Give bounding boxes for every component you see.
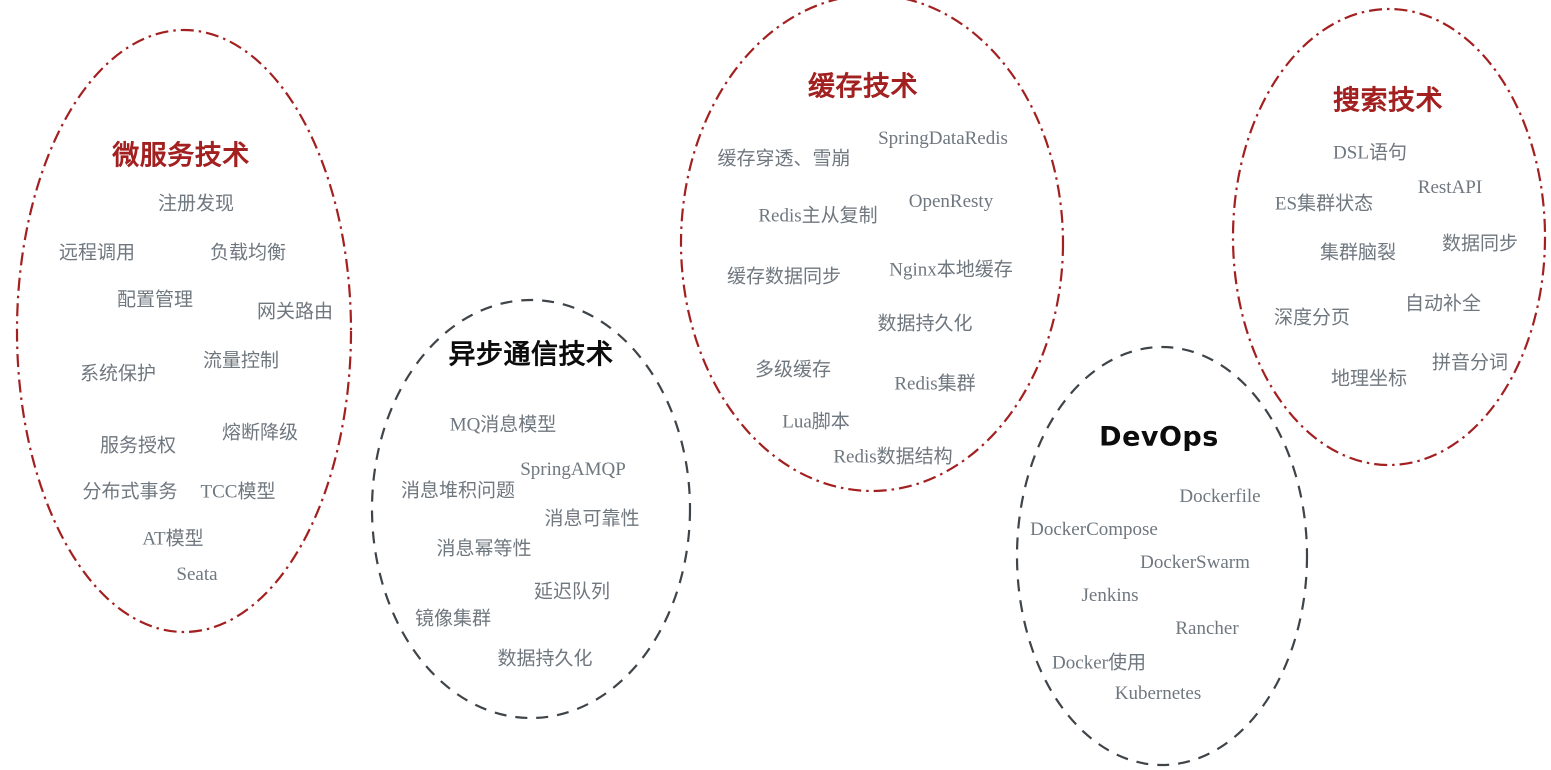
topic-label: Kubernetes <box>1114 683 1202 704</box>
topic-label: 分布式事务 <box>82 481 178 503</box>
topic-label: 地理坐标 <box>1330 368 1408 390</box>
topic-label: 熔断降级 <box>221 422 299 444</box>
topic-label: OpenResty <box>908 191 994 212</box>
topic-label: 服务授权 <box>99 435 177 457</box>
topic-label: 数据同步 <box>1441 233 1519 255</box>
topic-label: Lua脚本 <box>782 411 850 433</box>
topic-label: 流量控制 <box>202 350 280 372</box>
topic-label: 配置管理 <box>116 289 194 311</box>
topic-label: Dockerfile <box>1179 486 1261 507</box>
topic-label: SpringAMQP <box>520 459 626 480</box>
topic-label: RestAPI <box>1417 177 1483 198</box>
topic-label: SpringDataRedis <box>878 128 1008 149</box>
group-title-microservice: 微服务技术 <box>112 140 250 172</box>
topic-label: 负载均衡 <box>209 242 287 264</box>
group-title-async-communication: 异步通信技术 <box>448 339 614 371</box>
topic-label: 数据持久化 <box>877 313 973 335</box>
topic-label: Redis集群 <box>894 373 976 395</box>
topic-label: 缓存穿透、雪崩 <box>717 148 851 170</box>
topic-label: TCC模型 <box>200 481 276 503</box>
topic-label: MQ消息模型 <box>449 414 557 436</box>
topic-label: 系统保护 <box>79 363 157 385</box>
topic-label: DSL语句 <box>1333 142 1407 164</box>
group-title-devops: DevOps <box>1099 421 1219 453</box>
topic-label: Rancher <box>1175 618 1239 639</box>
topic-label: 延迟队列 <box>533 581 611 603</box>
topic-label: 镜像集群 <box>414 608 492 630</box>
topic-label: 数据持久化 <box>497 648 593 670</box>
topic-label: 消息幂等性 <box>436 538 532 560</box>
topic-label: Redis数据结构 <box>833 446 953 468</box>
topic-label: Nginx本地缓存 <box>889 259 1013 281</box>
topic-label: 缓存数据同步 <box>726 266 842 288</box>
topic-label: DockerSwarm <box>1140 552 1250 573</box>
topic-label: 深度分页 <box>1273 307 1351 329</box>
topic-label: 消息堆积问题 <box>400 480 516 502</box>
topic-label: ES集群状态 <box>1274 193 1374 215</box>
topic-label: Docker使用 <box>1052 652 1146 674</box>
topic-label: 集群脑裂 <box>1319 242 1397 264</box>
topic-label: Redis主从复制 <box>758 205 878 227</box>
topic-label: 多级缓存 <box>754 359 832 381</box>
topic-label: DockerCompose <box>1030 519 1158 540</box>
topic-label: Jenkins <box>1081 585 1139 606</box>
topic-label: AT模型 <box>142 528 204 550</box>
topic-label: 网关路由 <box>256 301 334 323</box>
topic-label: Seata <box>176 564 218 585</box>
group-title-search: 搜索技术 <box>1333 85 1443 117</box>
topic-label: 拼音分词 <box>1431 352 1509 374</box>
group-title-cache: 缓存技术 <box>808 71 918 103</box>
topic-label: 注册发现 <box>157 193 235 215</box>
topic-label: 远程调用 <box>58 242 136 264</box>
topic-label: 消息可靠性 <box>544 508 640 530</box>
topic-label: 自动补全 <box>1404 293 1482 315</box>
